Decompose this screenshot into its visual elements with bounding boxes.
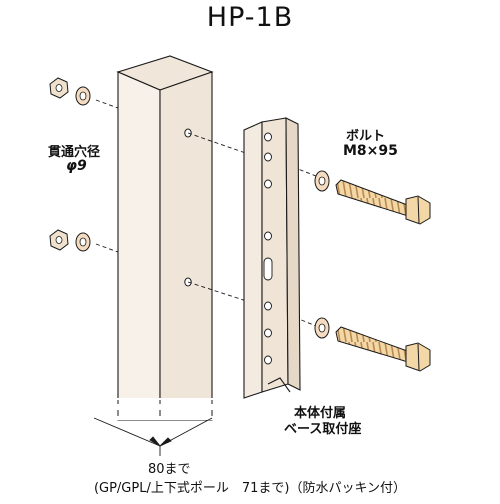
bolt-lower (335, 326, 431, 372)
pole (116, 55, 214, 421)
bolt-label: ボルト (346, 129, 386, 144)
pole-right-face (159, 71, 213, 421)
compatibility-note: (GP/GPL/上下式ポール 71まで)（防水パッキン付） (93, 481, 407, 496)
pole-left-face (117, 71, 161, 421)
through-hole-diameter: φ9 (66, 158, 87, 174)
washer-right-lower (314, 317, 330, 339)
dimension-label: 80まで (148, 462, 191, 477)
bracket-hole (264, 355, 272, 365)
washer-right-upper (314, 170, 330, 192)
bolt-size: M8×95 (343, 143, 398, 159)
bracket-hole (264, 152, 272, 162)
bracket-hole (264, 179, 272, 189)
pole-break (115, 398, 215, 420)
nut-upper (49, 77, 69, 99)
washer-left-lower (75, 232, 91, 252)
bracket-slot (263, 257, 273, 281)
mounting-bracket (243, 117, 301, 399)
washer-left-upper (75, 86, 91, 106)
bracket-holes (263, 132, 273, 365)
bracket-front-flange (285, 117, 301, 391)
bracket-hole (264, 132, 272, 142)
bracket-hole (264, 231, 272, 241)
included-label: 本体付属 (294, 406, 347, 421)
bracket-back-flange (243, 121, 263, 399)
bracket-hole (264, 301, 272, 311)
dimension-80 (93, 417, 213, 456)
nut-lower (49, 229, 69, 251)
through-hole-label: 貫通穴径 (48, 145, 101, 160)
bolt-upper (335, 179, 431, 225)
model-title: HP-1B (206, 2, 294, 33)
pole-break-lines (117, 400, 213, 416)
bracket-hole (264, 328, 272, 338)
base-seat-label: ベース取付座 (284, 422, 362, 437)
